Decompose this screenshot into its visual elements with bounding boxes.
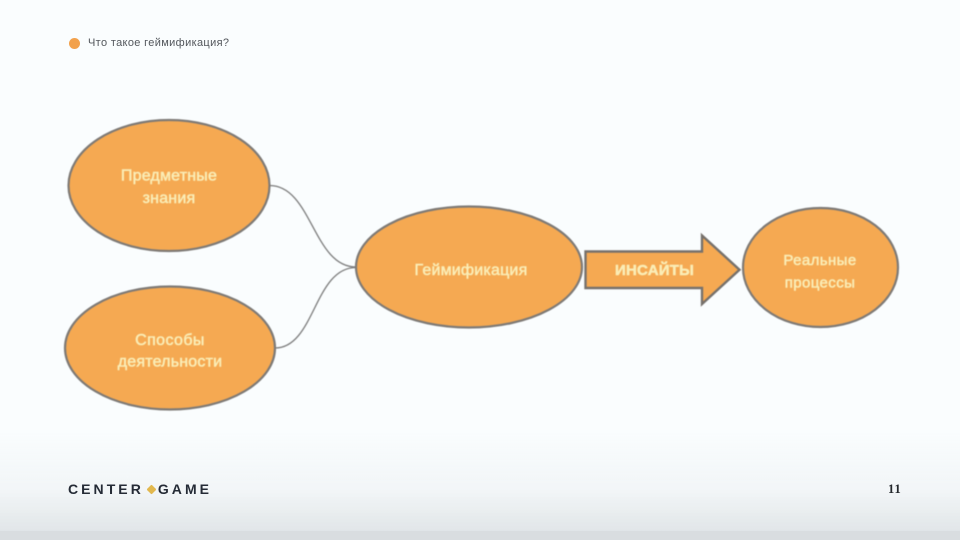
svg-text:Способы: Способы	[135, 332, 205, 349]
svg-text:Реальные: Реальные	[783, 252, 856, 269]
svg-text:знания: знания	[143, 190, 196, 207]
svg-text:процессы: процессы	[785, 275, 856, 292]
svg-text:Предметные: Предметные	[121, 168, 217, 185]
svg-text:деятельности: деятельности	[118, 354, 223, 371]
svg-text:Геймификация: Геймификация	[415, 262, 528, 279]
svg-text:ИНСАЙТЫ: ИНСАЙТЫ	[615, 261, 694, 279]
